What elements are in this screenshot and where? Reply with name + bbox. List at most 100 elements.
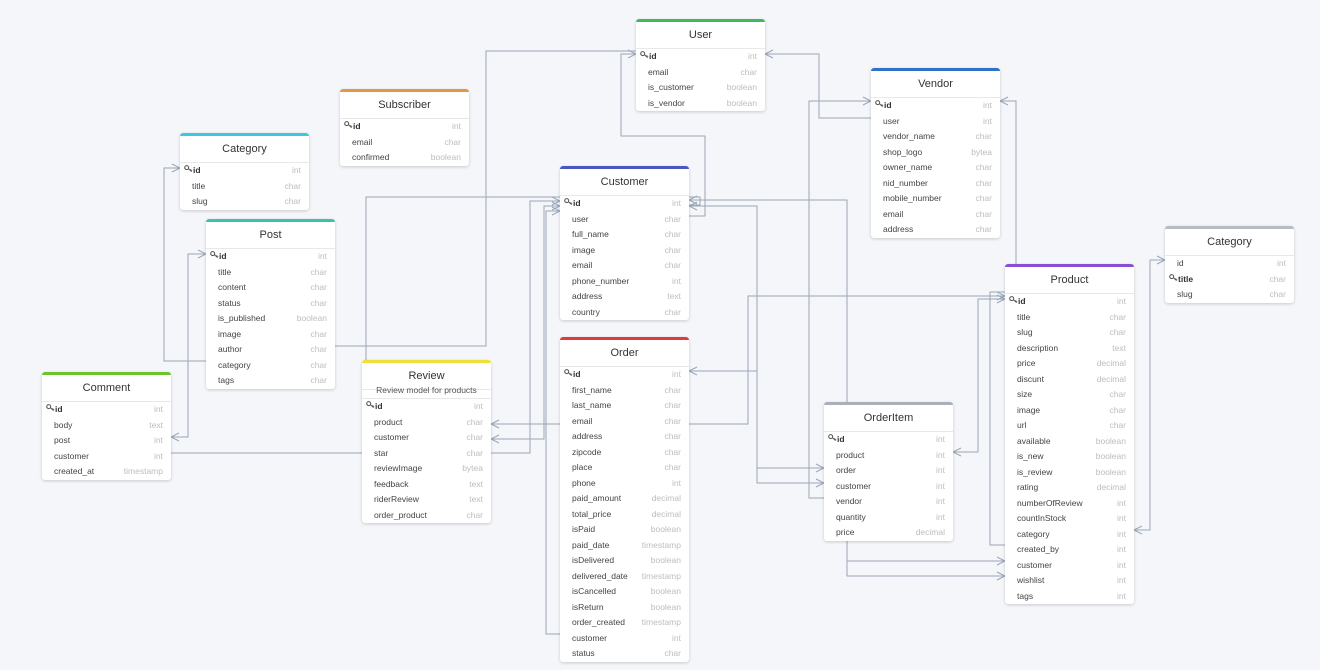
table-title[interactable]: Post [206,222,335,249]
table-title[interactable]: User [636,22,765,49]
table-title[interactable]: Category [180,136,309,163]
table-title[interactable]: Comment [42,375,171,402]
table-title[interactable]: Subscriber [340,92,469,119]
table-title[interactable]: Review [362,363,491,390]
table-title[interactable]: Category [1165,229,1294,256]
table-title[interactable]: Order [560,340,689,367]
table-title[interactable]: Product [1005,267,1134,294]
